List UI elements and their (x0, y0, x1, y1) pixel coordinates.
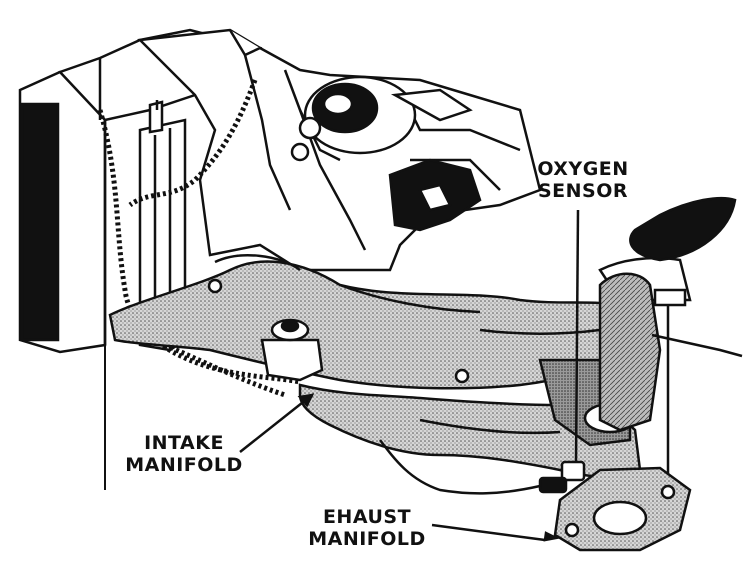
wiring-harness (97, 79, 301, 398)
leader-lines (239, 209, 580, 542)
manifold-bolt (207, 278, 470, 384)
radiator (18, 28, 263, 490)
distributor (290, 75, 473, 162)
label-exhaust-line-1: EHAUST (322, 506, 412, 528)
label-oxygen-line-2: SENSOR (537, 180, 629, 202)
label-exhaust-manifold: EHAUST MANIFOLD (302, 506, 432, 550)
label-intake-manifold: INTAKE MANIFOLD (118, 432, 250, 476)
exhaust-flange (553, 466, 692, 552)
exhaust-pipe (598, 196, 743, 490)
oxygen-sensor (379, 439, 586, 495)
label-exhaust-line-2: MANIFOLD (308, 528, 426, 550)
intake-manifold-leader (239, 394, 313, 453)
label-oxygen-line-1: OXYGEN (537, 158, 629, 180)
label-intake-line-1: INTAKE (144, 432, 224, 454)
label-oxygen-sensor: OXYGEN SENSOR (518, 158, 648, 202)
oxygen-sensor-leader (574, 209, 580, 463)
exhaust-manifold-leader (431, 523, 546, 542)
label-intake-line-2: MANIFOLD (125, 454, 243, 476)
